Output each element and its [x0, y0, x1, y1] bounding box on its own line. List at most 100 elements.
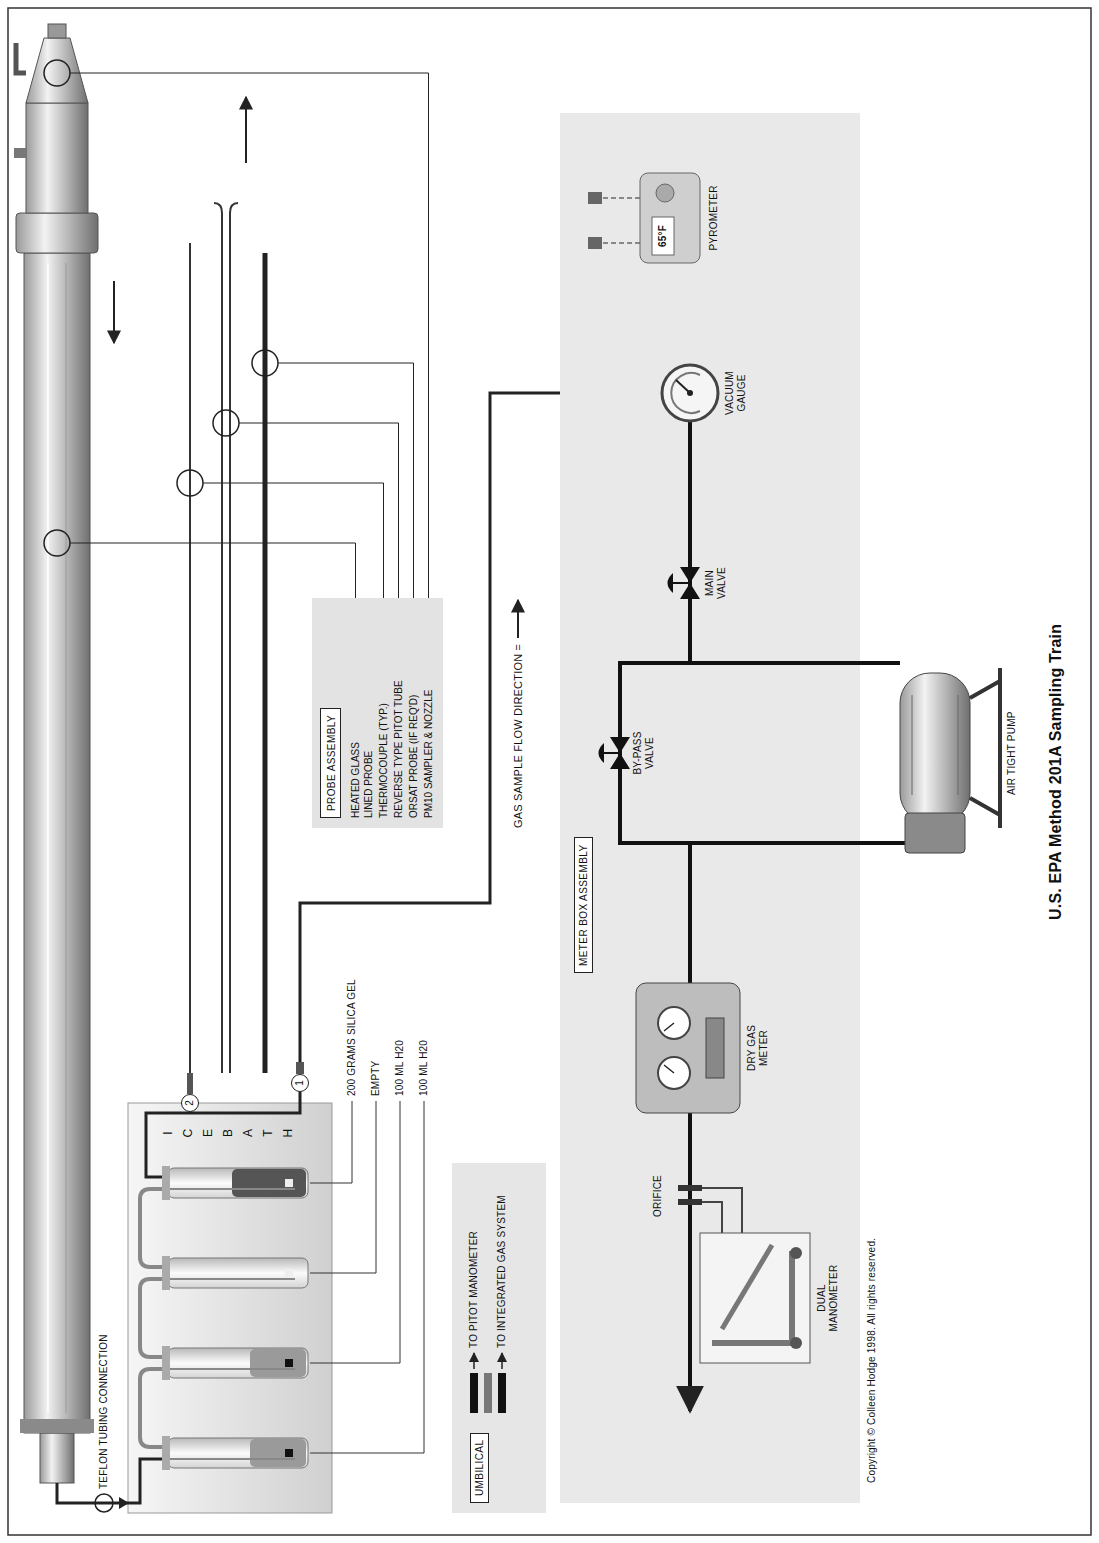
orifice-and-manometer-part [722, 1245, 772, 1329]
dry-gas-meter-part [636, 983, 740, 1113]
umbilical-key-part [473, 1353, 475, 1369]
probe-rods-part [221, 213, 223, 1073]
impinger-train-part [168, 1438, 308, 1468]
impinger-leader-lines-part [310, 1101, 352, 1183]
part-label: DRY GAS METER [746, 1017, 770, 1079]
part-label: MAIN VALVE [704, 562, 728, 604]
page-frame [8, 8, 1091, 1535]
part-label: ORIFICE [652, 1175, 664, 1217]
probe-assembly-drawing-part [66, 263, 67, 1413]
meter-flow-line-part [620, 663, 690, 843]
part-label: VACUUM GAUGE [724, 362, 748, 424]
probe-assembly-drawing-part [47, 263, 49, 1413]
impinger-train [140, 1166, 308, 1470]
orifice-and-manometer-part [678, 1185, 702, 1191]
probe-assembly-drawing-part [26, 103, 88, 213]
umbilical-key-part [501, 1353, 503, 1369]
callout-circle [44, 60, 70, 86]
impinger-leader-lines [310, 1101, 424, 1453]
impinger-label: 100 ML H20 [418, 1040, 430, 1096]
probe-assembly-drawing-part [24, 253, 90, 1433]
section-heading-box: UMBILICAL [470, 1433, 489, 1503]
probe-assembly-drawing-part [14, 148, 26, 158]
ice-bath [128, 1103, 332, 1513]
impinger-leader-lines-part [310, 1101, 400, 1363]
impinger-train-part [162, 1278, 295, 1280]
dry-gas-meter-part [664, 1023, 674, 1031]
figure-caption: U.S. EPA Method 201A Sampling Train [1046, 624, 1066, 920]
pyrometer-drawing-part [652, 217, 674, 255]
air-tight-pump-part [970, 668, 1000, 828]
dry-gas-meter [636, 983, 740, 1113]
orifice-and-manometer-part [790, 1337, 802, 1349]
bypass-valve [599, 737, 631, 769]
impinger-label: 200 GRAMS SILICA GEL [346, 979, 358, 1096]
box-label: 1 [295, 1080, 305, 1086]
impinger-train-part [250, 1439, 306, 1467]
flow-direction-arrow [518, 600, 519, 638]
probe-assembly-drawing-part [48, 24, 66, 38]
part-name: THERMOCOUPLE (TYP.) [377, 703, 390, 818]
section-heading-box: PROBE ASSEMBLY [320, 708, 341, 818]
impinger-train-part [285, 1359, 293, 1367]
umbilical-key-part [484, 1373, 492, 1413]
line-destination: TO PITOT MANOMETER [468, 1231, 480, 1348]
impinger-train-part [162, 1166, 170, 1200]
impinger-leader-lines-part [310, 1101, 376, 1273]
part-label: BY-PASS VALVE [632, 722, 656, 784]
impinger-train-part [140, 1189, 162, 1267]
meter-flow-line-part [688, 421, 692, 983]
air-tight-pump-part [912, 695, 913, 795]
impinger-train-part [250, 1349, 306, 1377]
probe-assembly-drawing-part [40, 1433, 74, 1483]
probe-assembly-panel: PROBE ASSEMBLY HEATED GLASS LINED PROBETH… [312, 598, 443, 828]
pyrometer-drawing-part [588, 192, 602, 204]
pyrometer-drawing [588, 173, 700, 263]
part-name: ORSAT PROBE (IF REQ'D) [407, 695, 420, 818]
teflon-tubing-part [119, 1497, 129, 1509]
part-name: REVERSE TYPE PITOT TUBE [392, 680, 405, 818]
bath-label: ICE BATH [158, 1127, 298, 1139]
umbilical-key-part [498, 1373, 506, 1413]
callout-circle [213, 410, 239, 436]
impinger-train-part [168, 1258, 308, 1288]
impinger-label: 100 ML H20 [394, 1040, 406, 1096]
part-name: PM10 SAMPLER & NOZZLE [422, 690, 435, 818]
part-label: AIR TIGHT PUMP [1006, 711, 1018, 795]
sample-line-part [146, 1092, 300, 1177]
probe-rods-part [214, 203, 238, 213]
impinger-train-part [285, 1269, 293, 1277]
dry-gas-meter-part [664, 1065, 674, 1073]
vacuum-gauge [662, 365, 718, 421]
section-heading-box: METER BOX ASSEMBLY [574, 838, 593, 974]
connection-callout: 1 [291, 1074, 309, 1092]
line-destination: TO INTEGRATED GAS SYSTEM [496, 1195, 508, 1348]
bypass-valve-part [599, 743, 605, 763]
meter-box-panel-part [560, 113, 860, 1503]
part-name: HEATED GLASS LINED PROBE [349, 723, 375, 818]
callout-circle [252, 350, 278, 376]
page-frame-part [8, 8, 1091, 1535]
display-reading: 65°F [657, 225, 669, 247]
impinger-leader-lines-part [310, 1101, 424, 1453]
dry-gas-meter-part [658, 1007, 690, 1039]
copyright-note: Copyright © Colleen Hodge 1998. All righ… [866, 1238, 878, 1483]
impinger-label: EMPTY [370, 1061, 382, 1096]
main-valve-part [672, 582, 690, 584]
main-valve-part [668, 573, 674, 593]
box-label: PROBE ASSEMBLY [325, 715, 338, 811]
teflon-tubing-part [95, 1494, 113, 1512]
box-label: 2 [185, 1100, 195, 1106]
probe-assembly-drawing-part [16, 213, 98, 253]
flow-arrows [114, 97, 246, 343]
impinger-train-part [140, 1279, 162, 1357]
main-valve [668, 567, 701, 599]
probe-rods-part [189, 243, 191, 1073]
meter-flow-line [620, 421, 905, 1411]
vacuum-gauge-part [662, 365, 718, 421]
callout-circle [44, 530, 70, 556]
impinger-train-part [162, 1188, 295, 1190]
flow-note: GAS SAMPLE FLOW DIRECTION = [512, 644, 524, 828]
probe-assembly-drawing-part [16, 43, 26, 73]
meter-box-panel [560, 113, 860, 1503]
